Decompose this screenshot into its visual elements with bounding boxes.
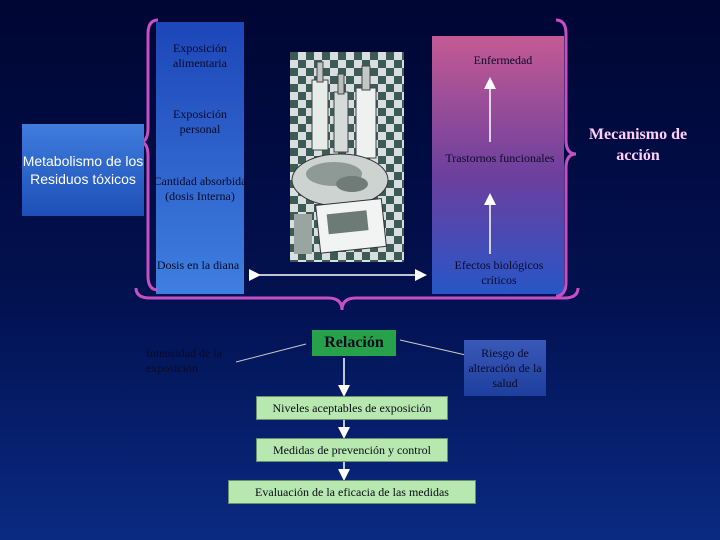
label-riesgo: Riesgo de alteración de la salud: [468, 345, 542, 390]
right-column-background: [432, 36, 564, 294]
bottom-brace: [134, 287, 580, 311]
label-cantidad-absorbida: Cantidad absorbida (dosis Interna): [153, 174, 247, 203]
line-relacion-riesgo: [399, 339, 471, 357]
metabolismo-label: Metabolismo de los Residuos tóxicos: [22, 124, 144, 216]
left-column-background: [156, 22, 244, 294]
riesgo-box: Riesgo de alteración de la salud: [464, 340, 546, 396]
line-intensidad-relacion: [235, 343, 307, 363]
evaluacion-box: Evaluación de la eficacia de las medidas: [228, 480, 476, 504]
label-efectos: Efectos biológicos críticos: [454, 258, 544, 287]
label-exposicion-personal: Exposición personal: [173, 107, 227, 136]
niveles-box: Niveles aceptables de exposición: [256, 396, 448, 420]
medidas-box: Medidas de prevención y control: [256, 438, 448, 462]
relacion-box: Relación: [312, 330, 396, 356]
label-trastornos: Trastornos funcionales: [445, 151, 555, 165]
label-intensidad: Intensidad de la exposición: [146, 346, 222, 375]
food-photo: [290, 52, 404, 262]
label-exposicion-alimentaria: Exposición alimentaria: [173, 41, 227, 70]
mecanismo-label: Mecanismo de acción: [588, 126, 688, 164]
label-dosis-diana: Dosis en la diana: [156, 258, 240, 272]
label-enfermedad: Enfermedad: [473, 53, 533, 67]
right-brace: [555, 18, 577, 298]
